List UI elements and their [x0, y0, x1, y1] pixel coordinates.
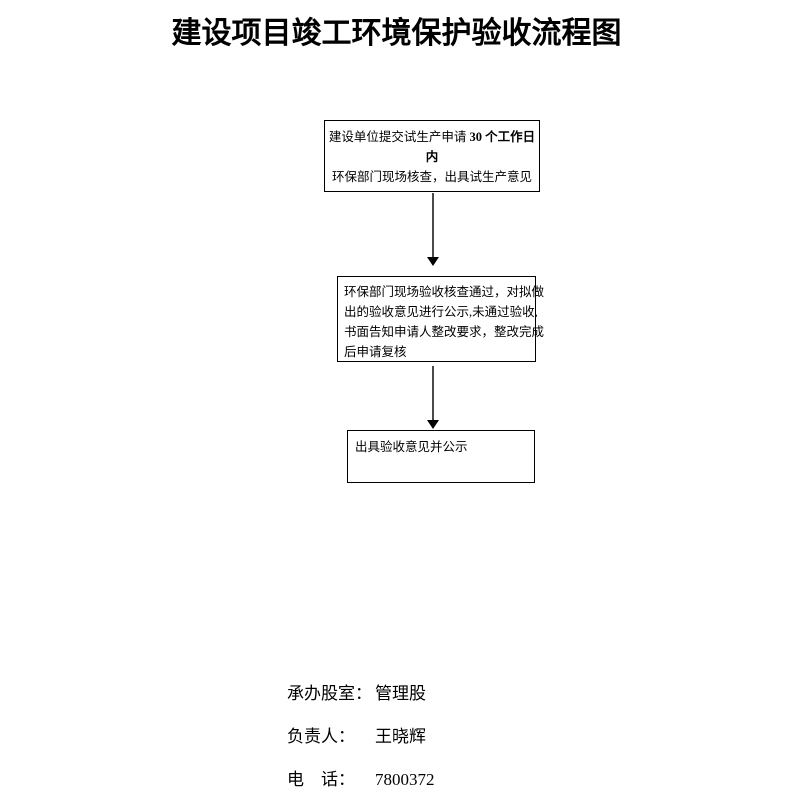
contact-label-department: 承办股室： — [287, 684, 372, 703]
contact-label-person: 负责人： — [287, 727, 355, 746]
contact-info-block: 承办股室： 管理股 负责人： 王晓辉 电 话： 7800372 — [287, 683, 435, 809]
contact-value-department: 管理股 — [375, 684, 426, 703]
arrow-shaft — [432, 366, 434, 420]
arrow-down-icon — [427, 366, 439, 429]
flow-step-1-text-bold: 30 个工作日内 — [425, 130, 536, 164]
contact-row-person: 负责人： 王晓辉 — [287, 726, 435, 748]
contact-label-phone: 电 话： — [287, 770, 355, 789]
flow-step-2-line-4: 后申请复核 — [344, 345, 407, 359]
contact-row-department: 承办股室： 管理股 — [287, 683, 435, 705]
flow-step-1-text-regular: 建设单位提交试生产申请 — [328, 130, 470, 144]
contact-value-phone: 7800372 — [375, 770, 435, 789]
flow-step-2-line-2: 出的验收意见进行公示,未通过验收, — [344, 305, 538, 319]
flow-step-3-text: 出具验收意见并公示 — [355, 440, 468, 454]
flow-step-2-line-1: 环保部门现场验收核查通过，对拟做 — [344, 285, 545, 299]
flow-step-trial-production-review: 建设单位提交试生产申请 30 个工作日内 环保部门现场核查，出具试生产意见 — [324, 120, 540, 192]
flow-step-1-line-1: 建设单位提交试生产申请 30 个工作日内 — [325, 127, 539, 167]
page-title: 建设项目竣工环境保护验收流程图 — [171, 17, 622, 50]
flow-step-2-line-3: 书面告知申请人整改要求，整改完成 — [344, 325, 545, 339]
flow-step-1-line-2: 环保部门现场核查，出具试生产意见 — [331, 170, 532, 184]
flow-step-acceptance-check: 环保部门现场验收核查通过，对拟做 出的验收意见进行公示,未通过验收, 书面告知申… — [337, 276, 545, 362]
arrow-shaft — [432, 193, 434, 257]
arrow-down-icon — [427, 193, 439, 266]
contact-value-person: 王晓辉 — [375, 727, 426, 746]
arrow-head — [427, 257, 439, 266]
arrow-head — [427, 420, 439, 429]
flow-step-issue-opinion: 出具验收意见并公示 — [347, 430, 535, 483]
contact-row-phone: 电 话： 7800372 — [287, 769, 435, 791]
